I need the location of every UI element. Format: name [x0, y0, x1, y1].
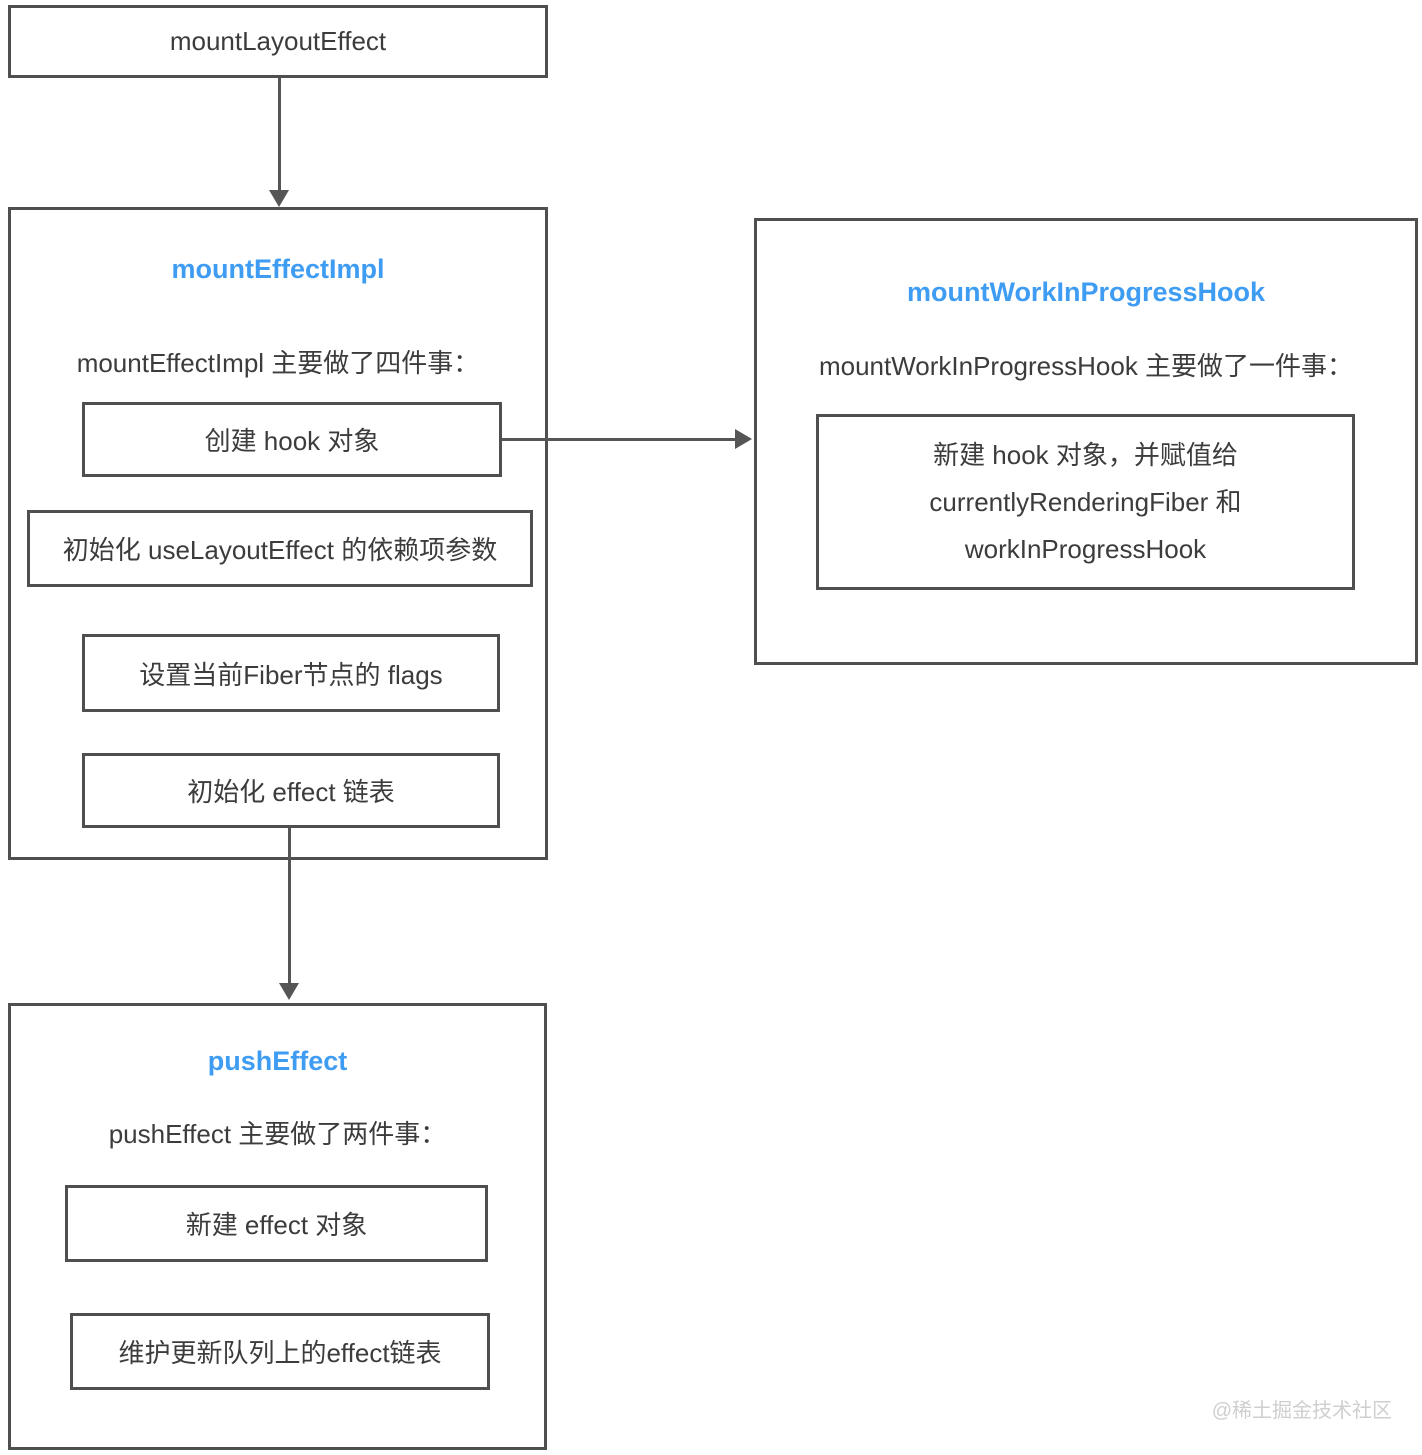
node-mount-work-in-progress-hook-title: mountWorkInProgressHook	[906, 277, 1266, 307]
edge-createhook-to-mountworkinprogresshook	[502, 438, 736, 441]
step-set-fiber-flags-label: 设置当前Fiber节点的 flags	[139, 659, 443, 690]
step-maintain-effect-list: 维护更新队列上的effect链表	[70, 1313, 490, 1390]
step-create-hook-object-label: 创建 hook 对象	[204, 426, 380, 456]
step-set-fiber-flags: 设置当前Fiber节点的 flags	[82, 634, 500, 712]
watermark: @稀土掘金技术社区	[1211, 1400, 1392, 1422]
step-init-effect-list-label: 初始化 effect 链表	[187, 777, 395, 807]
edge-mounteffectimpl-to-pusheffect	[288, 828, 291, 984]
step-init-uselayouteffect-deps: 初始化 useLayoutEffect 的依赖项参数	[27, 510, 533, 587]
node-push-effect-subtitle: pushEffect 主要做了两件事：	[108, 1119, 447, 1149]
node-mount-layout-effect-label: mountLayoutEffect	[169, 26, 387, 56]
step-new-effect-object-label: 新建 effect 对象	[185, 1210, 368, 1240]
arrowhead-right-icon	[735, 429, 752, 449]
node-mount-layout-effect: mountLayoutEffect	[8, 5, 548, 78]
step-init-uselayouteffect-deps-label: 初始化 useLayoutEffect 的依赖项参数	[62, 535, 498, 565]
arrowhead-down-icon	[269, 190, 289, 207]
node-mount-work-in-progress-hook-subtitle: mountWorkInProgressHook 主要做了一件事：	[818, 351, 1354, 381]
step-init-effect-list: 初始化 effect 链表	[82, 753, 500, 828]
step-create-hook-object: 创建 hook 对象	[82, 402, 502, 477]
step-maintain-effect-list-label: 维护更新队列上的effect链表	[118, 1338, 442, 1368]
node-mount-effect-impl-title: mountEffectImpl	[171, 254, 385, 284]
step-new-hook-assign-label: 新建 hook 对象，并赋值给 currentlyRenderingFiber …	[929, 439, 1242, 564]
node-mount-effect-impl-subtitle: mountEffectImpl 主要做了四件事：	[76, 348, 480, 378]
arrowhead-down-icon	[279, 983, 299, 1000]
step-new-effect-object: 新建 effect 对象	[65, 1185, 488, 1262]
step-new-hook-assign: 新建 hook 对象，并赋值给 currentlyRenderingFiber …	[816, 414, 1355, 590]
edge-mountlayouteffect-to-mounteffectimpl	[278, 78, 281, 191]
node-push-effect-title: pushEffect	[207, 1046, 348, 1076]
